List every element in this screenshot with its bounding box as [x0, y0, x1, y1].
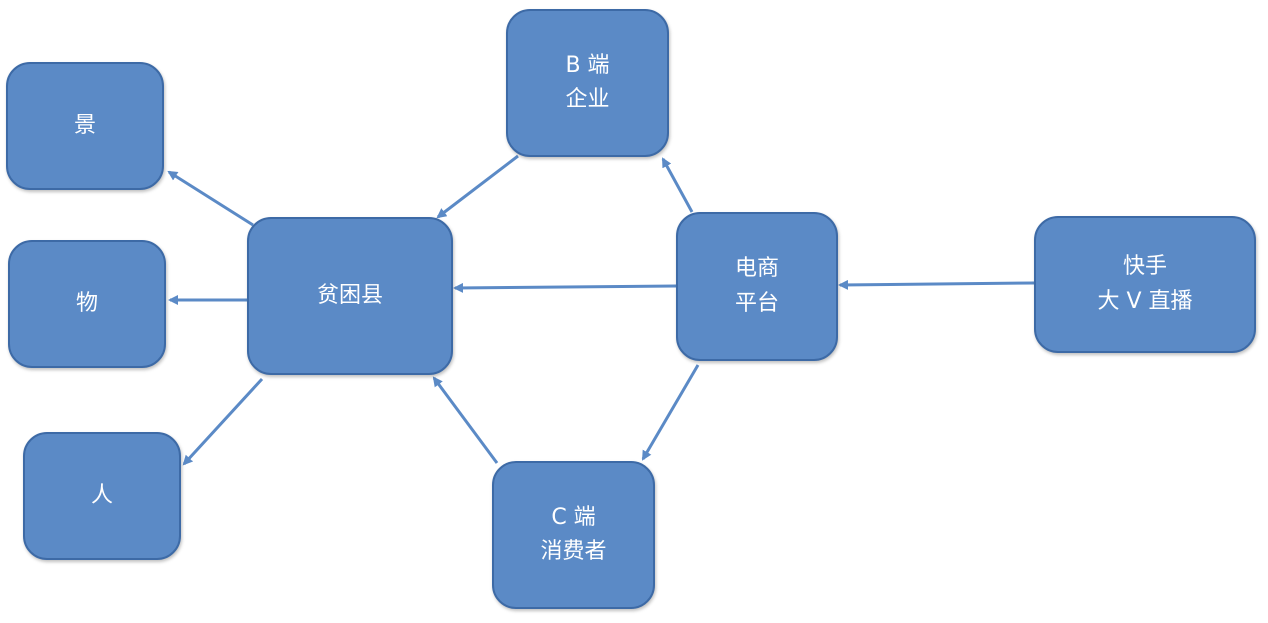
- node-ren-label: 人: [90, 482, 113, 508]
- arrow-dianshang-to-c-duan: [641, 364, 700, 461]
- node-wu: 物: [8, 240, 166, 368]
- node-c-duan: C 端 消费者: [492, 461, 655, 609]
- node-dianshang-line1: 电商: [734, 256, 779, 282]
- node-c-duan-line1: C 端: [551, 504, 596, 530]
- node-pinkunxian: 贫困县: [247, 217, 453, 375]
- node-dianshang: 电商 平台: [676, 212, 838, 361]
- node-wu-label: 物: [75, 290, 98, 316]
- arrow-kuaishou-to-dianshang: [838, 279, 1035, 290]
- arrow-b-duan-to-pinkunxian: [436, 154, 519, 219]
- node-jing: 景: [6, 62, 164, 190]
- node-dianshang-line2: 平台: [734, 290, 779, 316]
- node-c-duan-line2: 消费者: [540, 539, 607, 564]
- node-pinkunxian-label: 贫困县: [316, 282, 383, 308]
- node-jing-label: 景: [73, 112, 96, 138]
- arrow-dianshang-to-pinkunxian: [453, 282, 677, 293]
- arrow-pinkunxian-to-jing: [167, 170, 254, 227]
- node-kuaishou: 快手 大 V 直播: [1034, 216, 1256, 353]
- node-kuaishou-line2: 大 V 直播: [1097, 288, 1193, 314]
- node-b-duan-line1: B 端: [565, 52, 610, 78]
- arrow-c-duan-to-pinkunxian: [432, 376, 499, 464]
- node-b-duan: B 端 企业: [506, 9, 669, 157]
- node-kuaishou-line1: 快手: [1122, 254, 1167, 280]
- node-b-duan-line2: 企业: [565, 87, 610, 112]
- arrow-dianshang-to-b-duan: [661, 157, 694, 213]
- arrow-pinkunxian-to-ren: [182, 377, 264, 466]
- node-ren: 人: [23, 432, 181, 560]
